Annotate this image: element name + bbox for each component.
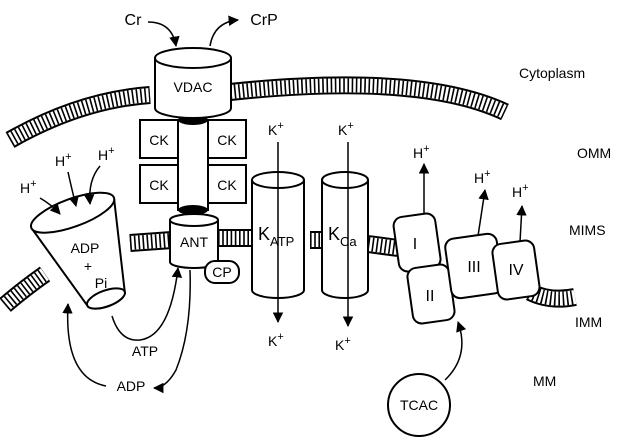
etc-proton-outputs: H+ H+ H+ — [413, 143, 529, 243]
ck-label: CK — [149, 132, 169, 148]
potassium-label: K+ — [335, 335, 351, 353]
complex-i: I — [392, 212, 442, 273]
vdac-label: VDAC — [174, 79, 213, 95]
synthase-adp-label: ADP — [71, 240, 100, 256]
tcac-to-complex-ii-arrow — [444, 321, 467, 381]
region-label-mims: MIMS — [569, 222, 606, 238]
synthase-plus-label: + — [84, 258, 92, 274]
adp-label: ADP — [117, 378, 146, 394]
atp-to-ant-arrow — [111, 266, 183, 341]
ant-to-adp-arrow — [152, 269, 191, 394]
proton-label: H+ — [512, 182, 529, 200]
katp-label: KATP — [258, 224, 294, 249]
potassium-label: K+ — [268, 331, 284, 349]
kca-label: KCa — [328, 224, 357, 249]
phosphocreatine-label: CrP — [250, 12, 278, 29]
proton-label: H+ — [474, 168, 491, 186]
ck-label: CK — [217, 132, 237, 148]
cp-label: CP — [212, 264, 231, 280]
potassium-label: K+ — [268, 120, 284, 138]
outer-membrane — [5, 76, 509, 148]
svg-text:IV: IV — [508, 262, 523, 279]
potassium-label: K+ — [338, 120, 354, 138]
ck-label: CK — [217, 177, 237, 193]
proton-label: H+ — [55, 151, 72, 169]
ck-box-top-left — [139, 119, 179, 159]
proton-label: H+ — [98, 145, 115, 163]
ck-channel-bottom-cap — [178, 205, 208, 215]
inner-membrane — [0, 229, 577, 312]
tcac-label: TCAC — [400, 397, 438, 413]
region-label-omm: OMM — [577, 145, 611, 161]
ant-transporter: ANT — [169, 213, 219, 269]
creatine-kinase-complex: CK CK CK CK — [139, 115, 247, 215]
creatine-label: Cr — [125, 12, 143, 29]
synthase-pi-label: Pi — [95, 275, 107, 291]
tca-cycle: TCAC — [387, 373, 451, 437]
svg-text:III: III — [467, 259, 480, 276]
phosphocreatine-out-arrow — [209, 15, 240, 47]
atp-label: ATP — [132, 343, 158, 359]
proton-label: H+ — [413, 143, 430, 161]
ck-channel — [177, 119, 209, 211]
region-label-mm: MM — [533, 373, 556, 389]
proton-label: H+ — [20, 178, 37, 196]
cardiolipin-cp: CP — [204, 260, 240, 284]
region-label-cytoplasm: Cytoplasm — [519, 65, 585, 81]
adp-to-synthase-arrow — [62, 302, 107, 387]
synthase-proton-inputs: H+ H+ H+ — [20, 145, 115, 215]
creatine-in-arrow — [147, 21, 180, 48]
kca-channel: KCa — [321, 171, 369, 299]
ck-label: CK — [149, 177, 169, 193]
complex-iv: IV — [491, 239, 541, 301]
region-label-imm: IMM — [575, 314, 602, 330]
svg-text:I: I — [413, 236, 417, 253]
vdac-channel: VDAC — [154, 47, 232, 119]
ant-label: ANT — [180, 234, 208, 250]
svg-text:II: II — [426, 288, 435, 305]
